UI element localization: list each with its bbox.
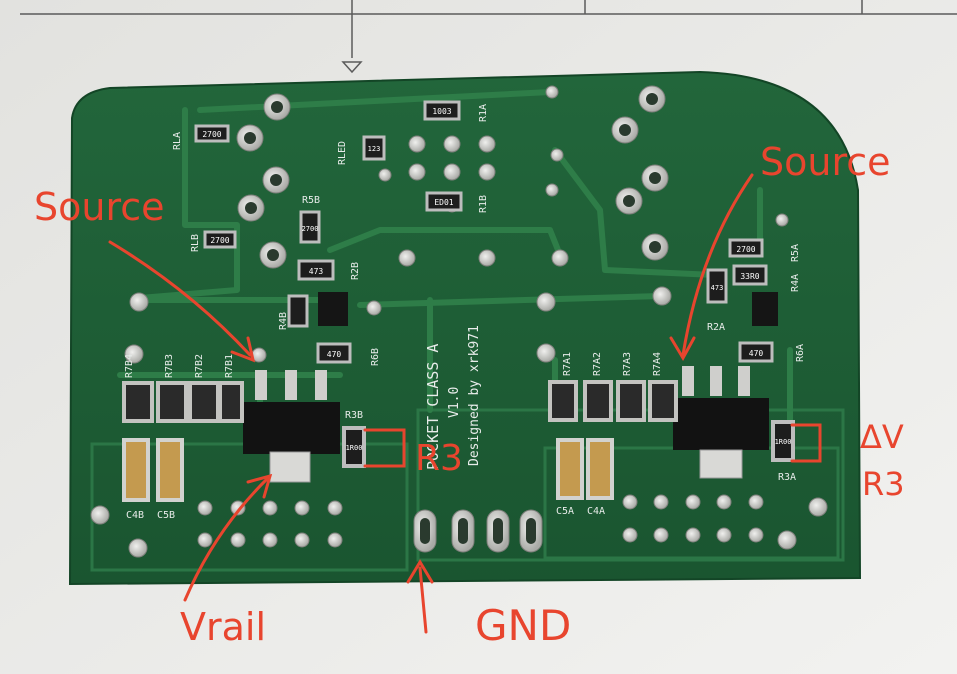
silk-r5a: R5A	[790, 244, 801, 262]
silk-r4b: R4B	[278, 312, 289, 330]
silk-rla: RLA	[172, 132, 183, 150]
silk-r3b: R3B	[345, 410, 363, 421]
silk-r2b: R2B	[350, 262, 361, 280]
left-header-pins	[90, 500, 343, 558]
smd-code-r2b: 473	[309, 267, 324, 276]
left-resistor-bank	[122, 381, 244, 423]
schematic-lines	[20, 0, 957, 74]
arrow-gnd	[418, 566, 428, 634]
right-resistor-bank	[548, 380, 678, 422]
board-title: POCKET CLASS A	[424, 344, 442, 470]
board-title-block: POCKET CLASS A V1.0 Designed by xrk971	[424, 325, 482, 470]
silk-r3a: R3A	[778, 472, 796, 483]
annotation-gnd: GND	[475, 601, 571, 650]
smd-code-r5a: 2700	[736, 245, 755, 254]
gnd-oval-holes	[420, 518, 536, 544]
silk-r7b4: R7B4	[124, 354, 135, 378]
center-pad-grid	[124, 85, 789, 364]
copper-traces	[117, 89, 793, 423]
silk-c5b: C5B	[157, 510, 175, 521]
silk-r4a: R4A	[790, 274, 801, 292]
silk-c4b: C4B	[126, 510, 144, 521]
silk-r2a: R2A	[707, 322, 725, 333]
annotation-delta-v: ΔV	[860, 418, 904, 456]
smd-code-r3a: 1R00	[775, 438, 792, 446]
red-annotations	[108, 173, 822, 634]
board-version: V1.0	[447, 387, 462, 418]
smd-code-r4a: 33R0	[740, 272, 759, 281]
top-smd-resistors: 2700 2700 123 1003 ED01 2700 473 470 270…	[194, 100, 778, 364]
annotation-r3-left: R3	[415, 438, 463, 479]
smd-code-r1a: 1003	[432, 107, 451, 116]
silk-r7a1: R7A1	[562, 352, 573, 376]
silk-r7b3: R7B3	[164, 354, 175, 378]
silk-rlb: RLB	[190, 234, 201, 252]
pad-holes	[244, 93, 661, 261]
silk-r1b: R1B	[478, 195, 489, 213]
annotation-vrail: Vrail	[180, 605, 266, 649]
silk-r7a3: R7A3	[622, 352, 633, 376]
right-header-pins	[622, 494, 828, 550]
smd-code-r6b: 470	[327, 350, 342, 359]
smd-code-rlb: 2700	[210, 236, 229, 245]
smd-code-rla: 2700	[202, 130, 221, 139]
arrow-source-right	[681, 173, 754, 357]
r3-left-bracket	[363, 428, 406, 468]
silk-r6b: R6B	[370, 348, 381, 366]
annotation-source-right: Source	[760, 140, 891, 184]
r3-right-bracket	[790, 423, 822, 463]
silk-c4a: C4A	[587, 506, 605, 517]
annotation-r3-right: R3	[862, 465, 905, 503]
smd-code-r2a: 473	[711, 284, 724, 292]
smd-code-r5b: 2700	[302, 225, 319, 233]
pcb-board	[68, 70, 862, 586]
silk-rled: RLED	[337, 141, 348, 165]
silkscreen-labels: RLA RLB RLED R1A R1B R5B R2B R4B R6B R3B…	[124, 104, 806, 521]
left-regulator-package	[243, 370, 340, 483]
arrow-vrail	[183, 476, 270, 602]
silk-r5b: R5B	[302, 195, 320, 206]
silk-r7a4: R7A4	[652, 352, 663, 376]
silk-r7b2: R7B2	[194, 354, 205, 378]
silk-r7a2: R7A2	[592, 352, 603, 376]
annotation-source-left: Source	[34, 185, 165, 229]
arrowhead-source-right	[669, 336, 696, 362]
arrowhead-gnd	[406, 559, 434, 584]
arrowhead-vrail	[246, 473, 273, 499]
smd-code-rled: 123	[368, 145, 381, 153]
silk-r1a: R1A	[478, 104, 489, 122]
r3-resistors: 1R00 1R00	[342, 420, 795, 468]
silk-r6a: R6A	[795, 344, 806, 362]
capacitors	[122, 438, 614, 502]
arrow-source-left	[108, 240, 252, 357]
board-credit: Designed by xrk971	[467, 325, 482, 466]
smd-code-r1b: ED01	[434, 198, 453, 207]
silk-r7b1: R7B1	[224, 354, 235, 378]
arrowhead-source-left	[230, 336, 256, 363]
smd-code-r6a: 470	[749, 349, 764, 358]
right-regulator-package	[673, 366, 769, 479]
smd-code-r3b: 1R00	[346, 444, 363, 452]
silk-c5a: C5A	[556, 506, 574, 517]
